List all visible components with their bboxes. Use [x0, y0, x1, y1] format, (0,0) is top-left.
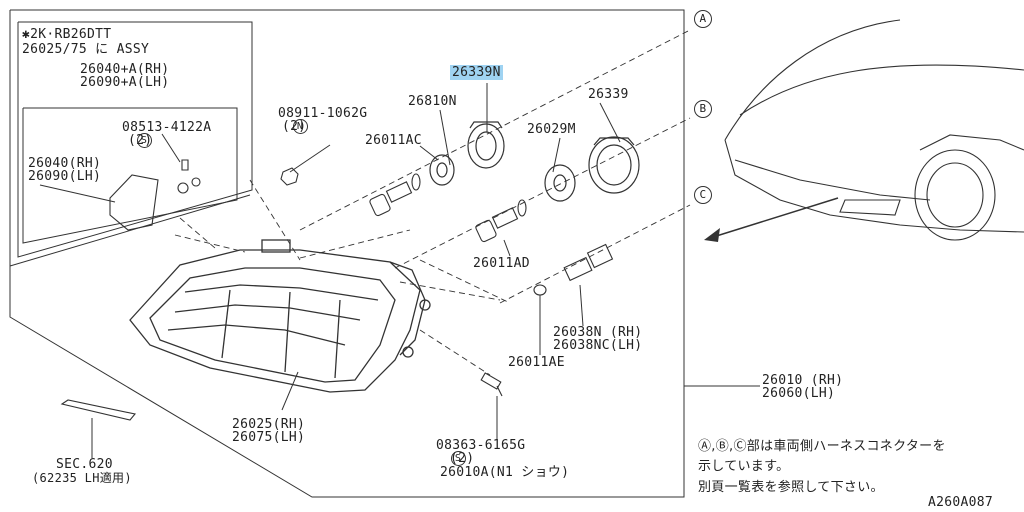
seal-26810n	[429, 154, 455, 186]
inset-frame	[17, 21, 253, 258]
bolt-callout-symbol: S	[418, 438, 466, 479]
part-label-26075-lh: 26075(LH)	[232, 430, 306, 445]
inset-inner-frame	[22, 107, 238, 244]
diagram-id: A260A087	[928, 495, 994, 510]
part-label-26011ae: 26011AE	[508, 355, 565, 370]
socket-cap-26339	[588, 136, 640, 194]
n-circle-icon: N	[292, 119, 308, 134]
bolt-quantity: (2)	[450, 451, 475, 466]
bolt-08363	[480, 372, 503, 397]
trim-strip-sec620	[60, 399, 137, 421]
bracket-26040	[109, 159, 201, 231]
nut-part-number: 08911-1062G	[278, 106, 368, 121]
connector-a-icon: A	[694, 10, 712, 28]
part-label-26339n: 26339N	[450, 65, 503, 80]
socket-26038n	[563, 243, 614, 282]
nut-08911	[280, 167, 299, 186]
connector-c-icon: C	[694, 186, 712, 204]
inset-part-lh: 26090+A(LH)	[80, 75, 170, 90]
sec-620-label: SEC.620	[56, 457, 113, 472]
part-label-26011ad: 26011AD	[473, 256, 530, 271]
bulb-26011ac	[369, 173, 421, 217]
connector-b-icon: B	[694, 100, 712, 118]
socket-cap-26339n	[467, 121, 505, 169]
bracket-rh: 26040(RH)	[28, 156, 102, 171]
part-label-26011ac: 26011AC	[365, 133, 422, 148]
inset-assy-note: 26025/75 に ASSY	[22, 42, 150, 57]
part-label-26010a: 26010A(N1 ショウ)	[440, 465, 570, 480]
part-label-26025-rh: 26025(RH)	[232, 417, 306, 432]
part-label-26029m: 26029M	[527, 122, 576, 137]
vehicle-illustration	[724, 19, 1024, 241]
sec-620-sublabel: (62235 LH適用)	[32, 471, 132, 485]
s-circle-icon: S	[136, 133, 152, 148]
harness-note-line1: Ⓐ,Ⓑ,Ⓒ部は車両側ハーネスコネクターを	[698, 439, 946, 454]
highlighted-part-number: 26339N	[450, 65, 503, 80]
harness-note-line3: 別頁一覧表を参照して下さい。	[698, 480, 884, 495]
part-label-26038n-rh: 26038N (RH)	[553, 325, 643, 340]
part-label-26038nc-lh: 26038NC(LH)	[553, 338, 643, 353]
inset-part-rh: 26040+A(RH)	[80, 62, 170, 77]
screw-quantity: (2)	[128, 133, 153, 148]
screw-part-number: 08513-4122A	[122, 120, 212, 135]
bolt-part-number: 08363-6165G	[436, 438, 526, 453]
part-label-26339: 26339	[588, 87, 629, 102]
harness-note-line2: 示しています。	[698, 459, 790, 474]
small-bulb-26011ae	[533, 284, 547, 296]
bracket-lh: 26090(LH)	[28, 169, 102, 184]
inset-engine-note: ✱2K·RB26DTT	[22, 27, 112, 42]
part-label-26010-rh: 26010 (RH)	[762, 373, 844, 388]
nut-callout-symbol: N	[260, 106, 308, 147]
headlamp-housing	[129, 239, 431, 393]
seal-26029m	[544, 164, 576, 202]
bulb-26011ad	[475, 199, 527, 243]
part-label-26810n: 26810N	[408, 94, 457, 109]
screw-callout-symbol: S	[104, 120, 152, 161]
s-circle-icon: S	[450, 451, 466, 466]
part-label-26060-lh: 26060(LH)	[762, 386, 836, 401]
nut-quantity: (2)	[282, 119, 307, 134]
